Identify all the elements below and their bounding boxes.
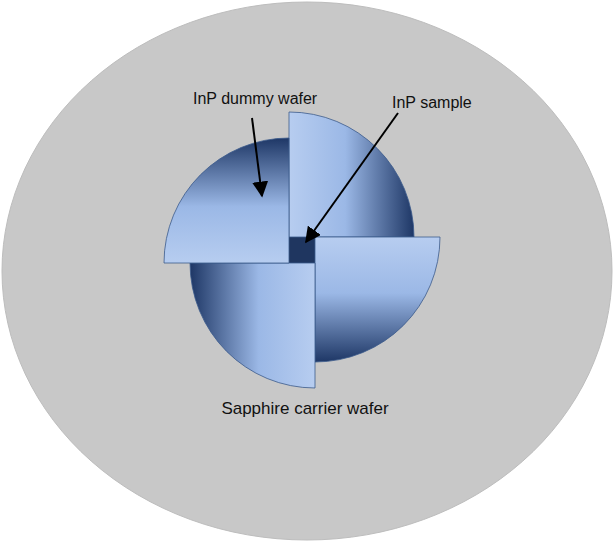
inp-dummy-quarter: [190, 263, 315, 388]
leader-arrow: [252, 118, 262, 196]
inp-dummy-quarter: [164, 138, 289, 263]
part-label: Sapphire carrier wafer: [210, 398, 400, 421]
inp-dummy-quarter: [315, 237, 440, 362]
leader-arrow: [306, 113, 398, 242]
part-label: InP dummy wafer: [193, 88, 317, 110]
inp-sample: [289, 237, 315, 263]
inp-dummy-quarter: [289, 112, 414, 237]
part-label: InP sample: [392, 92, 472, 114]
